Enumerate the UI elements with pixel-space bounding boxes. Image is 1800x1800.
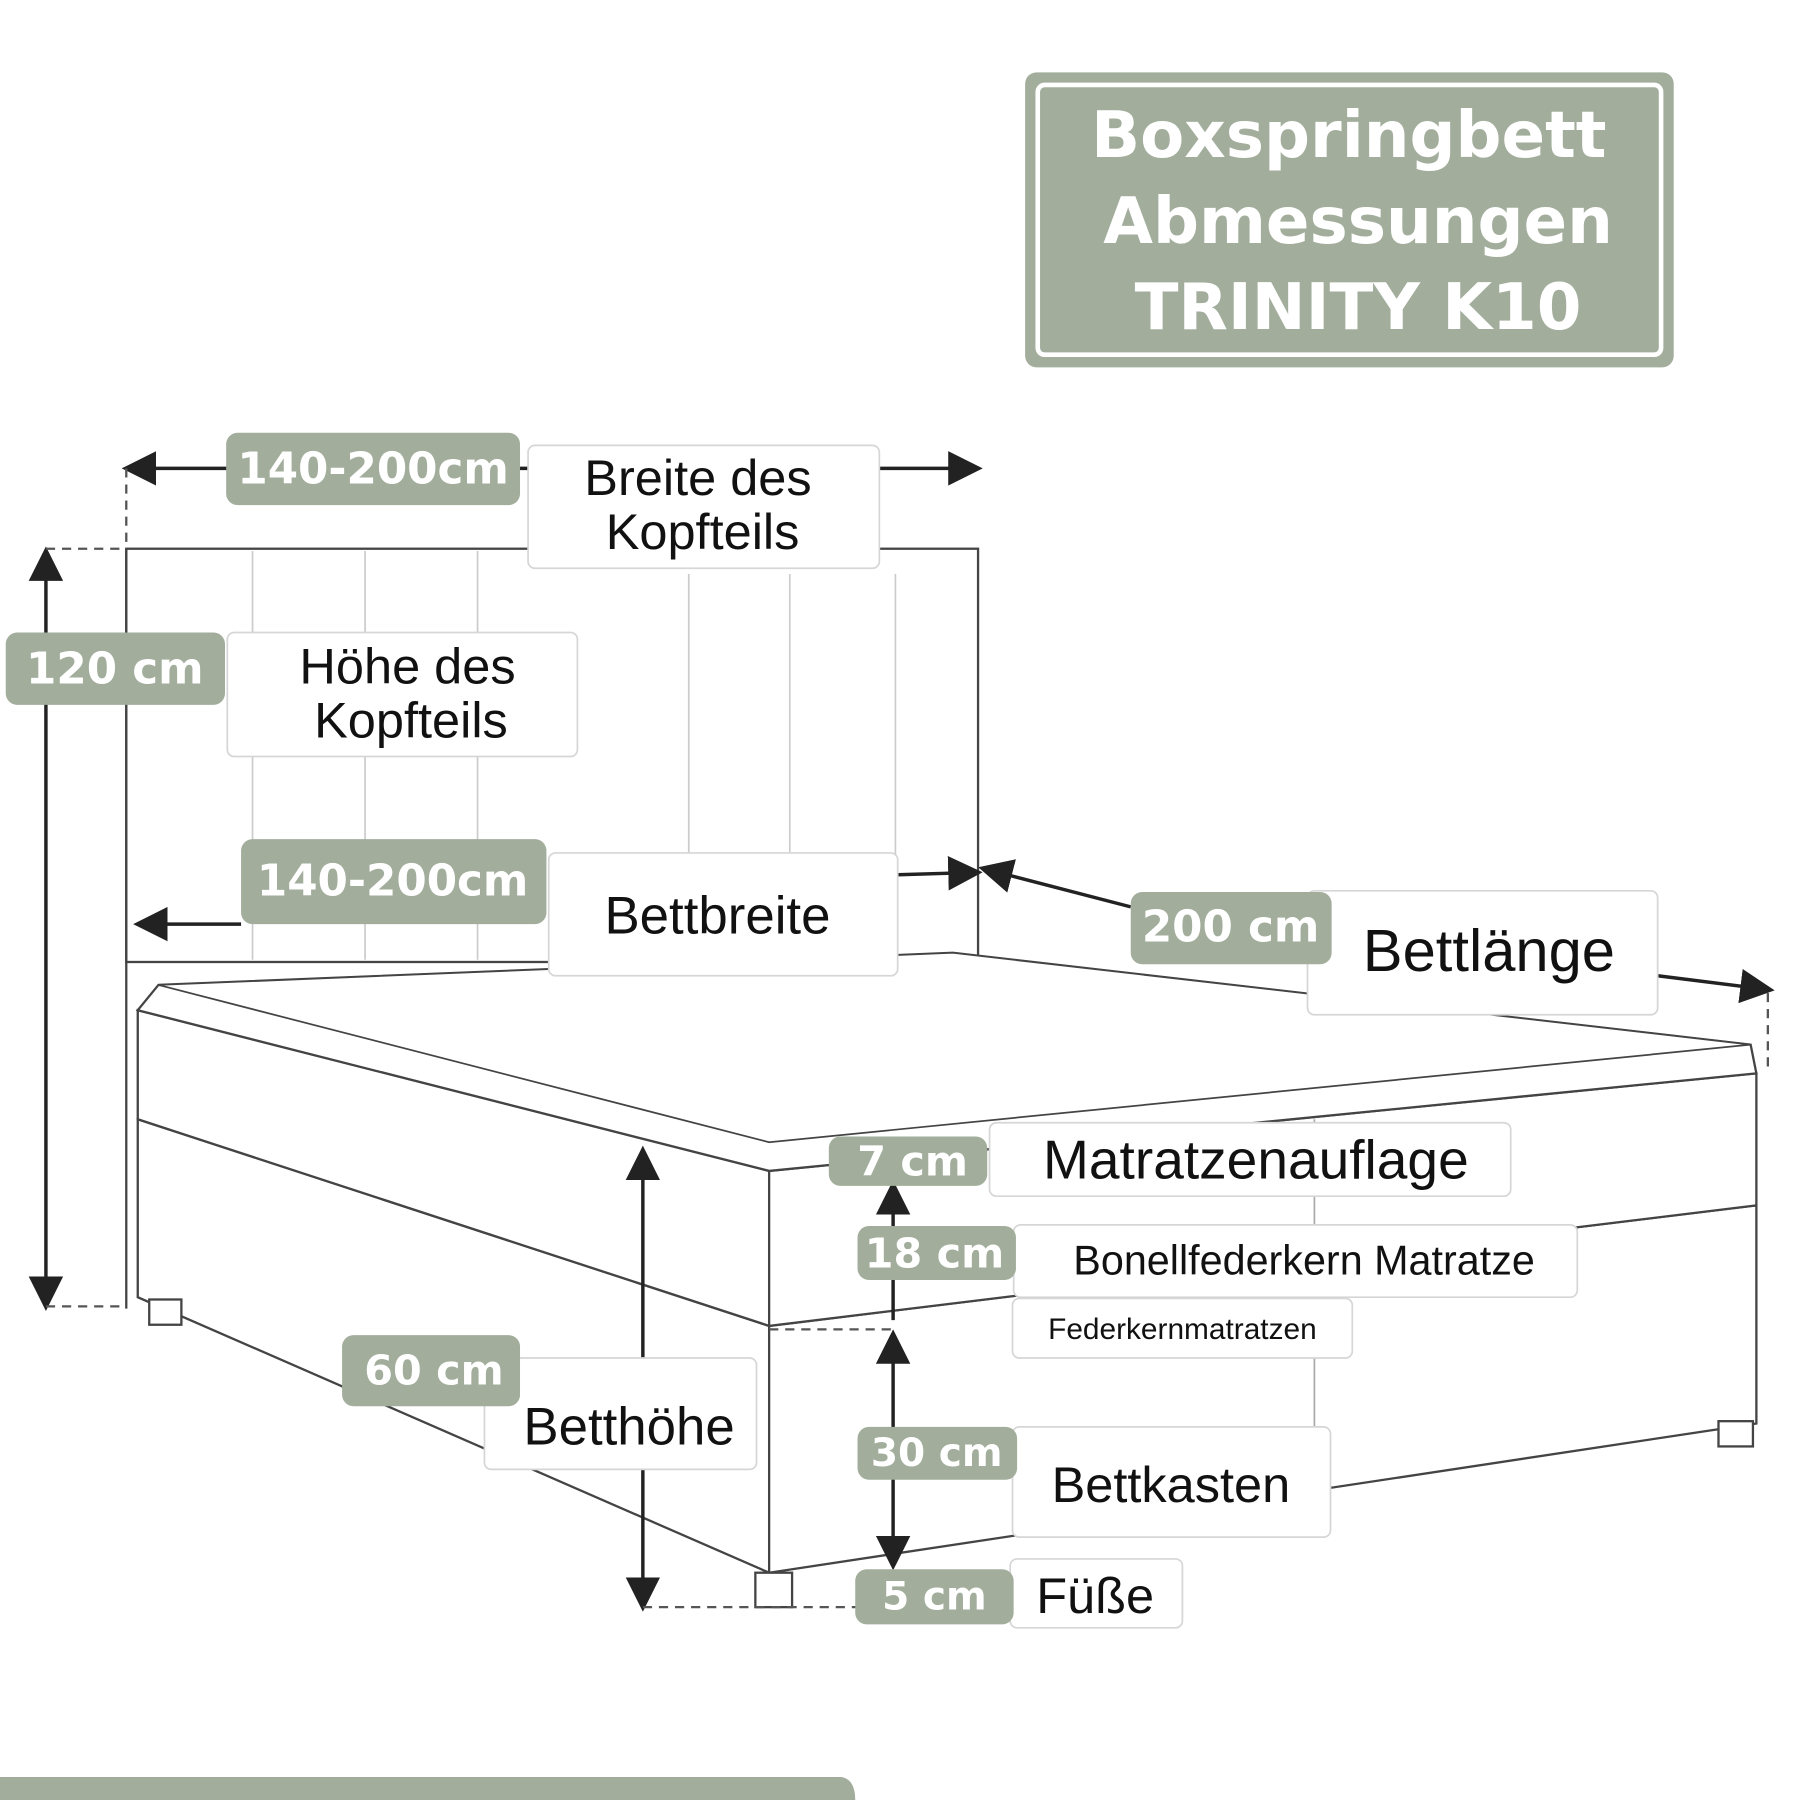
dimension-headboard-width: Breite des Kopfteils 140-200cm <box>226 432 881 570</box>
dimension-topper: Matratzenauflage 7 cm <box>828 1121 1512 1198</box>
value-tag: 140-200cm <box>257 857 528 907</box>
label-line: Bonellfederkern Matratze <box>1073 1237 1535 1283</box>
sublabel: Federkernmatratzen <box>1048 1313 1317 1346</box>
value-tag: 7 cm <box>857 1138 968 1186</box>
label-line: Höhe des <box>299 637 515 694</box>
dimension-bed-width: Bettbreite 140-200cm <box>241 839 899 977</box>
label-line: Betthöhe <box>523 1397 734 1456</box>
label-line: Bettlänge <box>1363 917 1615 984</box>
value-tag: 140-200cm <box>237 445 508 495</box>
value-tag: 5 cm <box>882 1574 987 1619</box>
dimension-feet: Füße 5 cm <box>855 1558 1184 1629</box>
label-line: Matratzenauflage <box>1043 1128 1469 1190</box>
dimension-box: Bettkasten 30 cm <box>857 1426 1332 1538</box>
dimension-bed-height: Betthöhe 60 cm <box>342 1335 758 1471</box>
value-tag: 30 cm <box>871 1431 1003 1476</box>
title-line-3: TRINITY K10 <box>1135 270 1582 345</box>
value-tag: 18 cm <box>865 1230 1004 1278</box>
dimension-bed-length: Bettlänge 200 cm <box>1130 889 1659 1016</box>
dimension-headboard-height: Höhe des Kopfteils 120 cm <box>5 631 579 758</box>
label-line: Füße <box>1036 1567 1154 1624</box>
title-box: Boxspringbett Abmessungen TRINITY K10 <box>1025 72 1674 368</box>
label-line: Kopfteils <box>314 691 508 748</box>
label-line: Bettkasten <box>1052 1456 1291 1513</box>
value-tag: 200 cm <box>1142 903 1320 953</box>
title-line-1: Boxspringbett <box>1091 98 1606 173</box>
title-line-2: Abmessungen <box>1103 184 1613 259</box>
dimension-mattress: Bonellfederkern Matratze Federkernmatrat… <box>857 1224 1579 1359</box>
label-line: Kopfteils <box>606 503 800 560</box>
value-tag: 120 cm <box>26 644 204 694</box>
footer-bar <box>0 1777 856 1800</box>
label-line: Bettbreite <box>604 887 830 946</box>
label-line: Breite des <box>584 449 811 506</box>
value-tag: 60 cm <box>364 1347 503 1395</box>
